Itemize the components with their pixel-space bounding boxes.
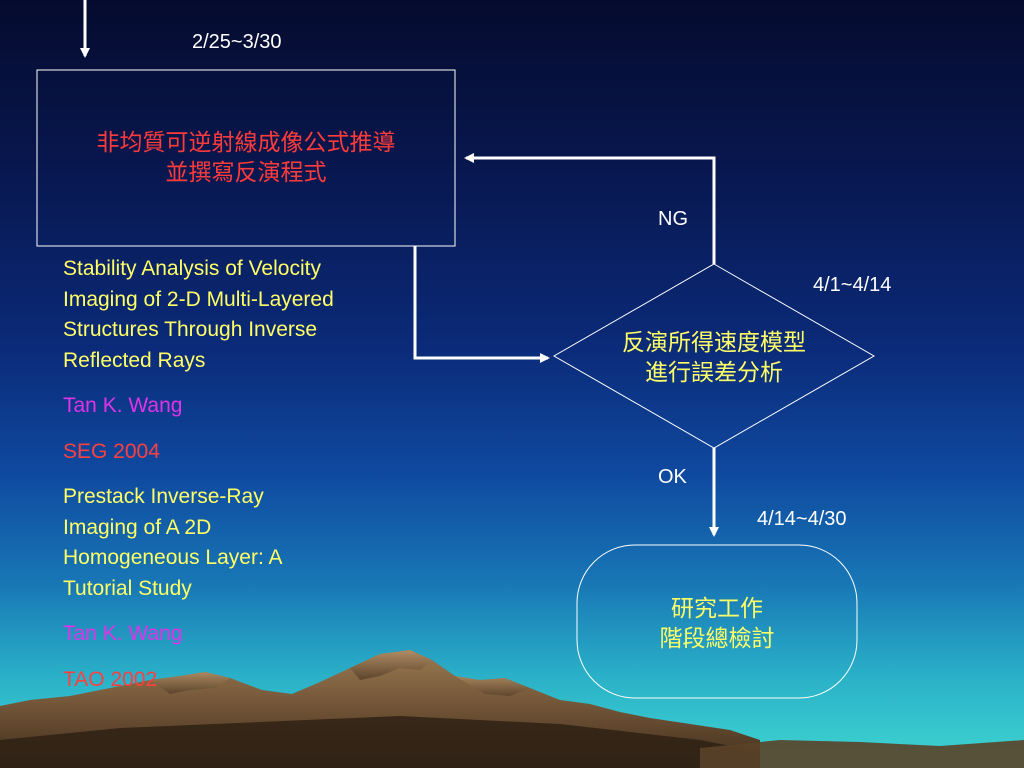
box-derive-line-2: 並撰寫反演程式: [165, 160, 327, 186]
reference-2-title: Prestack Inverse-Ray Imaging of A 2D Hom…: [63, 482, 403, 604]
reference-2-title-line-4: Tutorial Study: [63, 576, 192, 600]
label-ng: NG: [658, 208, 688, 230]
reference-1-title-line-1: Stability Analysis of Velocity: [63, 257, 321, 280]
reference-2-title-line-1: Prestack Inverse-Ray: [63, 485, 264, 508]
label-ok: OK: [658, 466, 687, 488]
box-review-text: 研究工作 階段總檢討: [577, 594, 857, 654]
reference-1-title-line-3: Structures Through Inverse: [63, 318, 318, 341]
box-derive-line-1: 非均質可逆射線成像公式推導: [96, 130, 396, 156]
box-review-outline: [576, 544, 858, 699]
reference-2-title-line-3: Homogeneous Layer: A: [63, 546, 283, 569]
box-review-line-2: 階段總檢討: [659, 626, 775, 652]
reference-1-venue: SEG 2004: [63, 439, 160, 463]
box-review-line-1: 研究工作: [671, 596, 763, 622]
arrow-derive-to-analyze: [413, 246, 550, 363]
arrow-ng-loop: [464, 153, 716, 264]
reference-1-title: Stability Analysis of Velocity Imaging o…: [63, 254, 403, 376]
reference-2-author: Tan K. Wang: [63, 622, 183, 645]
date-second: 4/1~4/14: [813, 274, 892, 296]
date-third: 4/14~4/30: [757, 508, 847, 530]
date-first: 2/25~3/30: [192, 31, 282, 53]
reference-1-author: Tan K. Wang: [63, 394, 183, 417]
reference-2-title-line-2: Imaging of A 2D: [63, 515, 212, 539]
box-derive-text: 非均質可逆射線成像公式推導 並撰寫反演程式: [37, 128, 455, 188]
mountain-scenery: [0, 650, 1024, 768]
references-list: Stability Analysis of Velocity Imaging o…: [63, 254, 403, 710]
diamond-analyze-text: 反演所得速度模型 進行誤差分析: [554, 328, 874, 388]
reference-1-title-line-2: Imaging of 2-D Multi-Layered: [63, 287, 334, 311]
diamond-analyze-line-1: 反演所得速度模型: [622, 330, 806, 356]
box-derive-outline: [36, 69, 456, 247]
reference-1-title-line-4: Reflected Rays: [63, 348, 206, 372]
diamond-analyze-line-2: 進行誤差分析: [645, 360, 783, 386]
reference-2-venue: TAO 2002: [63, 667, 158, 691]
